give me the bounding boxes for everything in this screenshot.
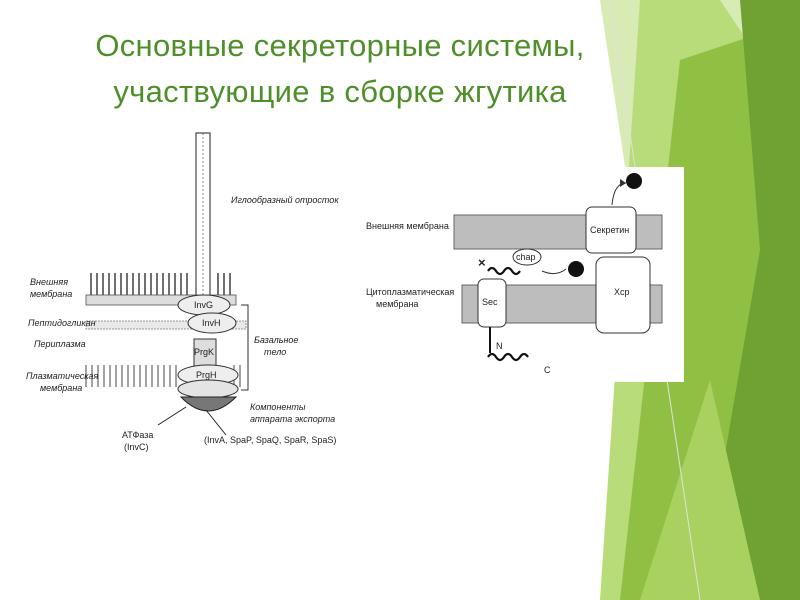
atpase-label-l2: (InvC) — [124, 442, 149, 452]
outer-membrane-lipids — [90, 273, 231, 295]
needle-label: Иглообразный отросток — [231, 195, 339, 205]
export-components-label-l1: Компоненты — [250, 402, 306, 412]
atpase-label-l1: АТФаза — [122, 430, 153, 440]
export-proteins-pointer — [205, 409, 227, 436]
prgh-ring-bottom — [177, 379, 239, 399]
arrow-to-xcp — [541, 268, 567, 275]
sec-box — [477, 278, 507, 328]
export-apparatus — [179, 396, 238, 412]
outer-membrane-band — [85, 294, 237, 306]
left-secretion-diagram: Иглообразный отросток Внешняя мембрана П… — [26, 132, 339, 452]
right-secretion-diagram: Внешняя мембрана Цитоплазматическая мемб… — [364, 167, 684, 382]
prgh-label: PrgH — [196, 370, 217, 380]
x-mark: × — [478, 255, 486, 270]
n-terminus-label: N — [496, 341, 503, 351]
folded-protein-exported — [626, 173, 642, 189]
plasma-membrane-label-l2: мембрана — [40, 383, 82, 393]
bg-stripe-bottom — [640, 380, 760, 600]
slide-title-line-1: Основные секреторные системы, — [95, 28, 585, 63]
plasma-membrane-lipids — [85, 365, 241, 387]
export-proteins-label: (InvA, SpaP, SpaQ, SpaR, SpaS) — [204, 435, 336, 445]
secretin-box — [585, 206, 637, 254]
basal-body-label-l2: тело — [264, 347, 286, 357]
secretin-label: Секретин — [590, 225, 629, 235]
xcp-label: Xcp — [614, 287, 630, 297]
basal-body-bracket — [241, 304, 249, 391]
invg-label: InvG — [194, 300, 213, 310]
export-components-label-l2: аппарата экспорта — [250, 414, 335, 424]
outer-membrane-label-l1: Внешняя — [30, 277, 68, 287]
plasma-membrane-label-l1: Плазматическая — [26, 371, 98, 381]
outer-membrane-label: Внешняя мембрана — [366, 221, 449, 231]
chap-bubble — [512, 248, 542, 266]
cytoplasmic-membrane-label-l1: Цитоплазматическая — [366, 287, 454, 297]
c-terminus-label: C — [544, 365, 551, 375]
xcp-box — [595, 256, 651, 334]
bg-stripe-shadow — [700, 0, 800, 600]
invh-label: InvH — [202, 318, 221, 328]
invh-ring — [187, 312, 237, 334]
protein-chain-chap — [487, 266, 521, 276]
sec-label: Sec — [482, 297, 498, 307]
arrow-export — [611, 182, 627, 206]
peptidoglycan-layer — [85, 320, 247, 330]
cytoplasmic-membrane-label-l2: мембрана — [376, 299, 418, 309]
prgk-label: PrgK — [194, 347, 214, 357]
protein-chain-free — [487, 352, 529, 362]
folded-protein-periplasm — [568, 261, 584, 277]
atpase-pointer — [157, 406, 187, 426]
outer-membrane-label-l2: мембрана — [30, 289, 72, 299]
slide-title-line-2: участвующие в сборке жгутика — [113, 74, 567, 109]
chap-label: chap — [516, 252, 536, 262]
periplasm-label: Периплазма — [34, 339, 86, 349]
arrow-export-head — [620, 179, 626, 187]
basal-body-label-l1: Базальное — [254, 335, 298, 345]
peptidoglycan-label: Пептидогликан — [28, 318, 96, 328]
